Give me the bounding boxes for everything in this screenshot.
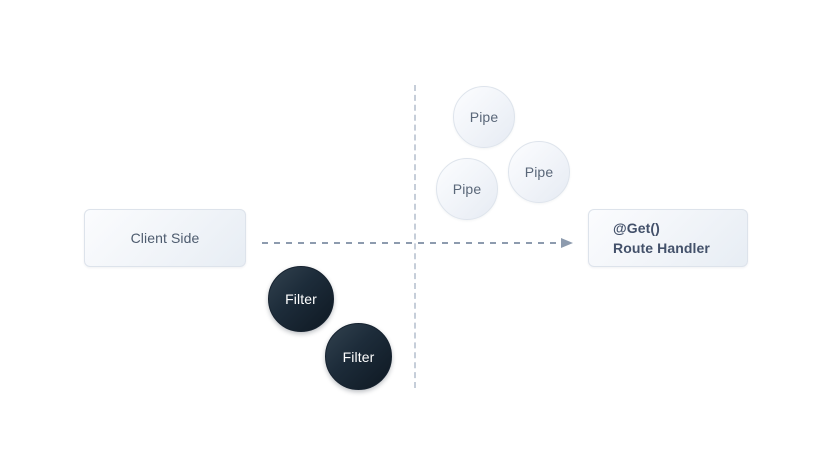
pipe-circle-1[interactable]: Pipe — [453, 86, 515, 148]
pipe-circle-3[interactable]: Pipe — [508, 141, 570, 203]
filter-label-1: Filter — [285, 291, 317, 307]
client-side-box[interactable]: Client Side — [84, 209, 246, 267]
pipe-label-2: Pipe — [452, 181, 482, 197]
pipe-label-1: Pipe — [469, 109, 499, 125]
client-side-label: Client Side — [130, 229, 200, 246]
filter-label-2: Filter — [342, 348, 375, 365]
pipe-circle-2[interactable]: Pipe — [436, 158, 498, 220]
pipe-label-3: Pipe — [524, 164, 554, 180]
route-handler-label: @Get() Route Handler — [613, 219, 710, 256]
route-handler-box[interactable]: @Get() Route Handler — [588, 209, 748, 267]
filter-circle-1[interactable]: Filter — [268, 266, 334, 332]
vertical-dashed-divider — [414, 85, 416, 388]
flow-arrow — [262, 237, 574, 249]
filter-circle-2[interactable]: Filter — [325, 323, 392, 390]
